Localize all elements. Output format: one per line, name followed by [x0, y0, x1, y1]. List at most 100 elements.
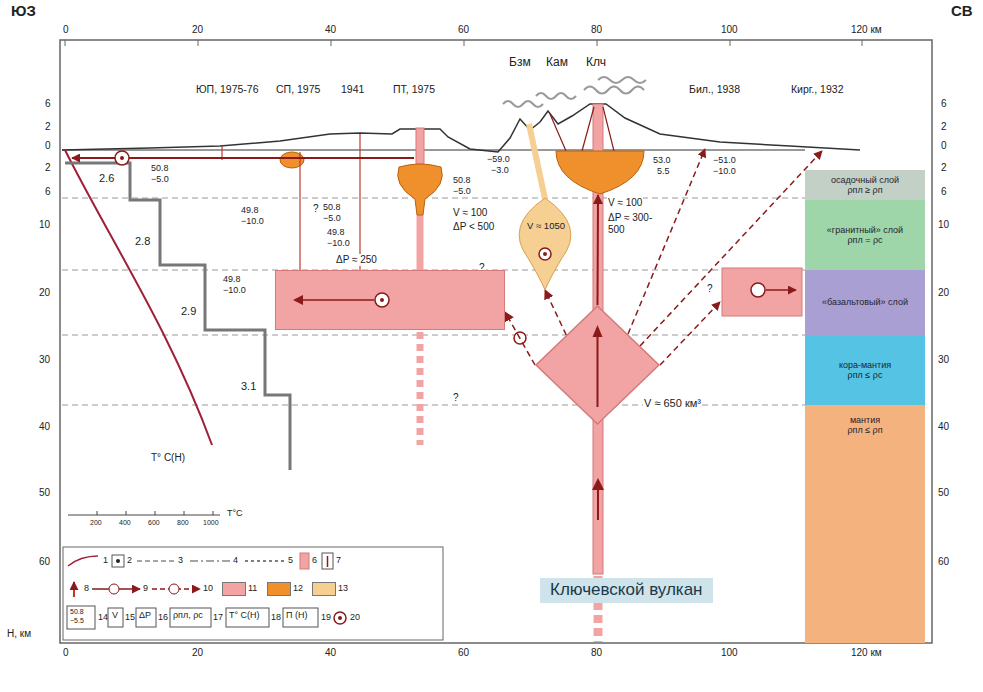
chamber-parameter: V ≈ 1050 — [520, 221, 572, 232]
legend-number: 5 — [288, 556, 293, 566]
axis-value: 10 — [937, 219, 950, 230]
legend-sample — [338, 616, 342, 620]
chamber-outline — [555, 150, 645, 195]
boundary-line — [62, 198, 805, 199]
legend-symbol-text: ΔP — [138, 611, 152, 621]
tick — [331, 40, 332, 46]
crust-layer-band: кора-мантияρпл ≤ ρс — [805, 335, 925, 405]
geochemistry-value: 50.8 — [452, 176, 472, 186]
eruption-plumes — [503, 77, 646, 107]
magma-chamber: V ≈ 100ΔP ≈ 300-500 — [555, 150, 645, 195]
crust-layer-band: «базальтовый» слой — [805, 270, 925, 335]
temperature-label: 600 — [147, 519, 161, 527]
axis-value: 6 — [940, 98, 948, 109]
axis-value: 2 — [44, 162, 52, 173]
density-profile — [65, 163, 290, 470]
legend-number: 11 — [248, 584, 257, 594]
layer-label: ρпл ≥ ρп — [847, 185, 882, 195]
legend-sample — [109, 584, 119, 594]
boundary-line — [62, 335, 805, 336]
eruption-label: Кам — [545, 56, 569, 69]
temperature-label: 800 — [176, 519, 190, 527]
axis-value: 2 — [940, 162, 948, 173]
eruption-label: Бил., 1938 — [688, 84, 741, 96]
layer-label: ρпл ≤ ρп — [847, 425, 882, 435]
geochemistry-value: −10.0 — [240, 217, 265, 227]
flow-arrowhead — [293, 295, 303, 305]
temperature-label: 200 — [89, 519, 103, 527]
geochemistry-value: −10.0 — [712, 167, 737, 177]
layer-label: мантия — [850, 415, 880, 425]
sill-right — [722, 268, 802, 316]
legend-symbol-text: V — [111, 611, 119, 621]
chamber-outline — [512, 198, 578, 290]
temperature-axis — [68, 511, 220, 515]
chamber-parameter: ΔP ≈ 300-500 — [607, 212, 665, 235]
axis-value: 50 — [937, 487, 950, 498]
intermediate-chamber-shape — [519, 198, 571, 290]
chamber-outline — [275, 270, 505, 330]
tick — [184, 511, 185, 515]
axis-value: 6 — [44, 186, 52, 197]
axis-value: 20 — [937, 287, 950, 298]
legend-number: 8 — [84, 584, 89, 594]
flank-feeders — [628, 149, 822, 365]
geochemistry-value: −51.0 — [712, 156, 737, 166]
ascent-arrowhead — [593, 325, 603, 337]
legend-symbol-text: 50.8 — [69, 608, 85, 616]
temperature-label: 1000 — [202, 519, 220, 527]
legend-number: 20 — [350, 613, 360, 623]
legend-sample — [136, 608, 156, 627]
axis-value: 40 — [324, 647, 337, 658]
direction-label: СВ — [950, 3, 974, 20]
geochemistry-value: 49.8 — [326, 228, 346, 238]
axis-value: 20 — [38, 287, 51, 298]
layer-boundaries — [62, 198, 805, 405]
axis-value: 0 — [62, 24, 70, 35]
tick — [155, 511, 156, 515]
layer-label: ρпл ≤ ρс — [848, 370, 883, 380]
geochemistry-value: −5.0 — [452, 187, 472, 197]
legend-sample — [169, 584, 179, 594]
legend-sample — [67, 606, 95, 629]
feeder-line — [550, 114, 566, 151]
legend-number: 2 — [127, 556, 132, 566]
eruption-label: ПТ, 1975 — [392, 84, 436, 96]
legend-sample — [112, 555, 124, 567]
uncertainty-mark: ? — [312, 203, 320, 214]
flow-arrow — [597, 490, 599, 520]
ascent-arrow — [597, 337, 599, 407]
sill-shape — [276, 271, 505, 330]
geochemistry-value: −5.0 — [322, 214, 342, 224]
tick — [730, 40, 731, 46]
uncertainty-mark: ? — [706, 283, 714, 294]
layer-label: осадочный слой — [831, 175, 899, 185]
legend-number: 19 — [321, 613, 331, 623]
dashed-feeder — [640, 151, 822, 346]
legend-sample — [108, 608, 123, 627]
axis-value: 0 — [940, 140, 948, 151]
legend-number: 15 — [125, 613, 135, 623]
volcano-name: Ключевской вулкан — [540, 578, 713, 603]
magma-chamber: V ≈ 100ΔP < 500 — [395, 163, 445, 215]
axis-value: 30 — [38, 354, 51, 365]
plume — [536, 93, 576, 99]
geochemistry-value: 50.8 — [150, 164, 170, 174]
chamber-outline — [395, 163, 445, 215]
axis-value: 60 — [937, 556, 950, 567]
crust-layer-band: осадочный слойρпл ≥ ρп — [805, 170, 925, 200]
legend-number: 13 — [338, 584, 348, 594]
eruption-label: Кирг., 1932 — [790, 84, 844, 96]
flow-symbol — [115, 151, 129, 165]
vertical-feeders — [222, 134, 360, 270]
shallow-chamber-shape — [556, 151, 644, 194]
legend-number: 6 — [312, 556, 317, 566]
geochemistry-value: 5.5 — [656, 167, 671, 177]
density-value: 2.6 — [98, 172, 115, 184]
geochemistry-value: 49.8 — [240, 206, 260, 216]
axis-value: 120 км — [850, 647, 883, 658]
flow-symbol — [543, 252, 547, 256]
axis-value: 60 — [457, 647, 470, 658]
legend-swatch — [312, 582, 336, 596]
legend-number: 10 — [203, 584, 213, 594]
